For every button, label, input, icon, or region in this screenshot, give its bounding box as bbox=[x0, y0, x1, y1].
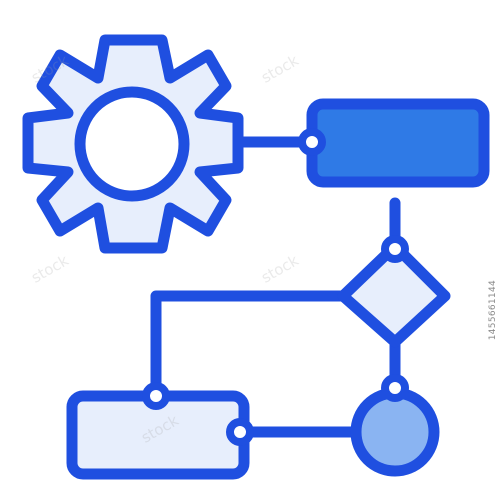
node-diamond-top bbox=[381, 235, 409, 263]
terminal-circle bbox=[350, 387, 440, 477]
top-process-block bbox=[306, 98, 490, 188]
connector-diamond-to-left-rect bbox=[150, 290, 349, 391]
gear-hole bbox=[74, 86, 190, 202]
node-top-rect-left bbox=[298, 128, 326, 156]
node-left-rect-top bbox=[142, 382, 170, 410]
stock-id-label: 1455661144 bbox=[488, 280, 498, 341]
decision-diamond bbox=[337, 240, 451, 348]
node-left-rect-right bbox=[226, 418, 254, 446]
node-diamond-bottom bbox=[381, 374, 409, 402]
